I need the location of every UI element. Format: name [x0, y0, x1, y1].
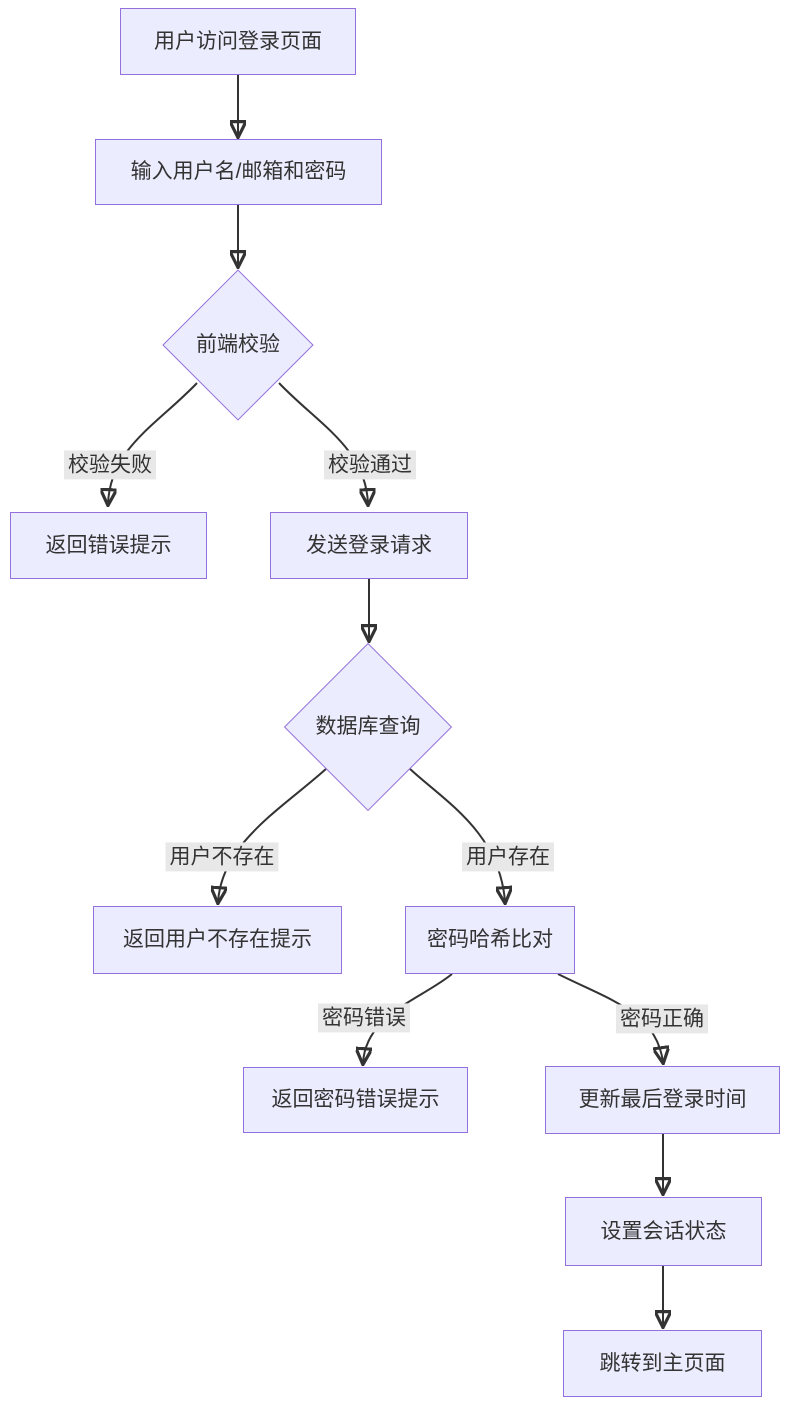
edge-F-G — [218, 767, 328, 902]
edge-C-E — [278, 382, 368, 504]
node-return-wrong-password: 返回密码错误提示 — [243, 1067, 468, 1133]
node-label: 输入用户名/邮箱和密码 — [130, 160, 347, 184]
node-return-error-message: 返回错误提示 — [10, 512, 207, 579]
node-label: 返回密码错误提示 — [271, 1088, 440, 1112]
node-label: 返回错误提示 — [45, 533, 172, 557]
node-return-user-not-found: 返回用户不存在提示 — [93, 906, 342, 974]
node-label: 设置会话状态 — [600, 1219, 727, 1243]
edge-label-validation-failed: 校验失败 — [64, 450, 156, 480]
node-enter-credentials: 输入用户名/邮箱和密码 — [95, 139, 382, 205]
edge-label-password-correct: 密码正确 — [616, 1004, 708, 1034]
node-set-session-state: 设置会话状态 — [565, 1197, 762, 1266]
node-label: 返回用户不存在提示 — [123, 928, 312, 952]
node-password-hash-compare: 密码哈希比对 — [405, 906, 575, 974]
node-label: 发送登录请求 — [306, 533, 432, 557]
node-label: 更新最后登录时间 — [578, 1088, 747, 1112]
edge-label-user-not-found: 用户不存在 — [165, 842, 279, 872]
node-update-last-login-time: 更新最后登录时间 — [545, 1066, 780, 1134]
edge-label-user-exists: 用户存在 — [462, 842, 554, 872]
node-label: 用户访问登录页面 — [154, 29, 322, 53]
edge-F-H — [408, 767, 505, 902]
decision-frontend-validation: 前端校验 — [162, 269, 314, 421]
node-send-login-request: 发送登录请求 — [270, 512, 468, 579]
edge-label-validation-passed: 校验通过 — [324, 450, 416, 480]
edge-C-D — [108, 382, 198, 504]
node-label: 数据库查询 — [315, 715, 421, 739]
node-label: 密码哈希比对 — [427, 928, 553, 952]
edge-label-password-wrong: 密码错误 — [318, 1003, 410, 1033]
node-label: 跳转到主页面 — [599, 1351, 726, 1375]
node-label: 前端校验 — [196, 333, 280, 357]
node-user-visits-login-page: 用户访问登录页面 — [120, 8, 356, 75]
node-redirect-main-page: 跳转到主页面 — [563, 1330, 762, 1397]
decision-database-query: 数据库查询 — [283, 642, 453, 812]
